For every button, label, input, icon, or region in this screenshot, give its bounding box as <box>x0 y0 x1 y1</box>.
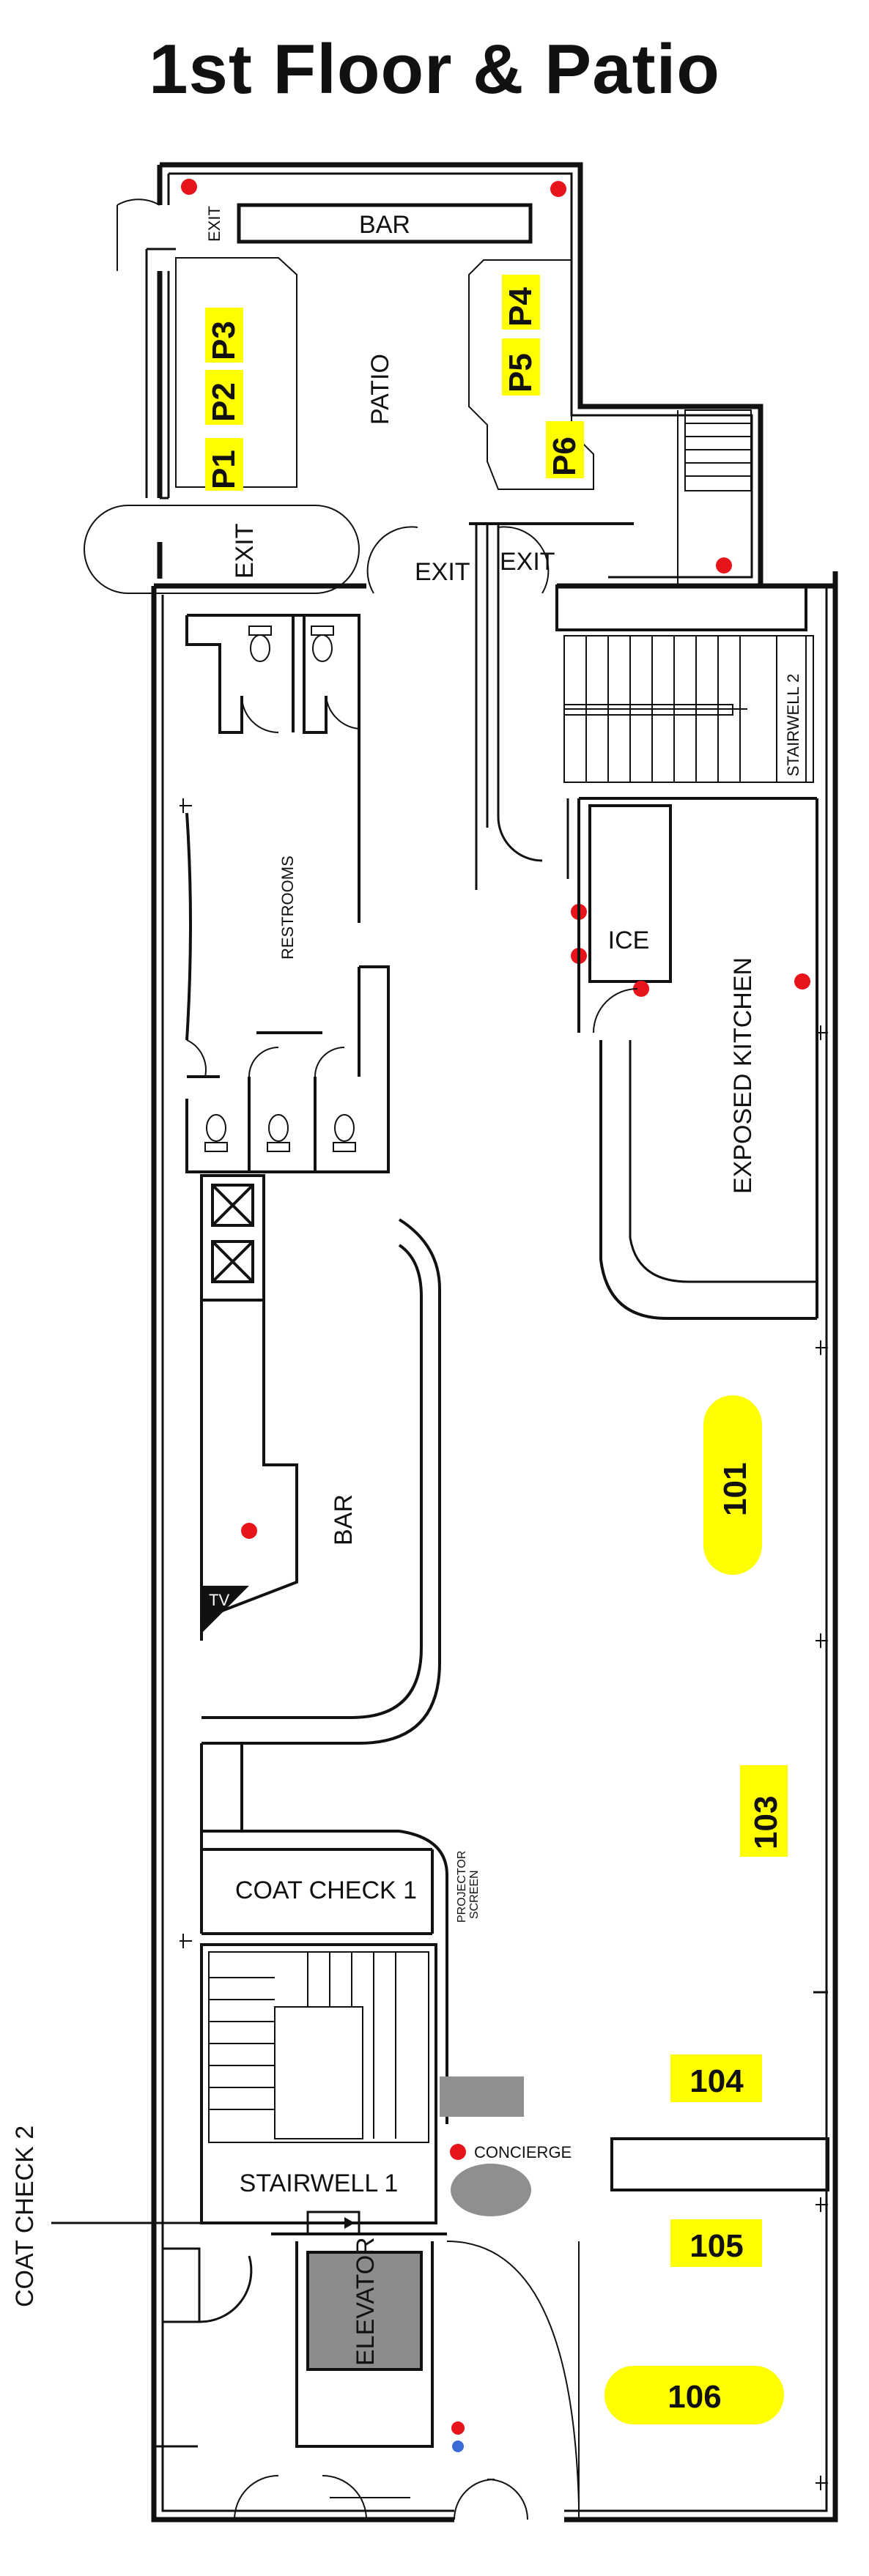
tv-label: TV <box>209 1591 229 1609</box>
coat-check1-label: COAT CHECK 1 <box>235 1877 417 1904</box>
door-swings <box>186 695 360 1077</box>
area-p1: P1 <box>206 450 242 489</box>
page-title: 1st Floor & Patio <box>149 30 720 108</box>
wall-ticks <box>180 798 828 2490</box>
area-106: 106 <box>668 2379 721 2415</box>
exit-label-mid1: EXIT <box>415 558 470 586</box>
main-inner-walls <box>161 586 828 2512</box>
marker-red <box>550 181 566 197</box>
coat-check1-walls <box>200 1743 448 2124</box>
stairwell2-wall <box>555 584 807 631</box>
area-highlight-p4 <box>502 275 540 330</box>
patio-area-right <box>468 259 594 490</box>
marker-red <box>451 2421 465 2435</box>
area-101: 101 <box>717 1463 753 1516</box>
concierge-desk[interactable] <box>451 2164 531 2216</box>
door-swing <box>498 526 550 594</box>
area-103: 103 <box>748 1796 784 1849</box>
door-swing <box>117 198 160 206</box>
area-highlight-101 <box>703 1395 762 1575</box>
marker-red <box>716 557 732 574</box>
main-bar <box>200 1174 441 1745</box>
area-104: 104 <box>689 2063 744 2099</box>
projector-label: PROJECTOR <box>456 1851 468 1923</box>
door-swing <box>84 505 129 594</box>
exposed-kitchen-label: EXPOSED KITCHEN <box>729 957 757 1194</box>
entry-walls <box>154 2247 253 2448</box>
stairwell2-label: STAIRWELL 2 <box>784 674 802 776</box>
projector-screen <box>440 2076 524 2117</box>
area-highlight-105 <box>670 2219 762 2267</box>
patio-label: PATIO <box>366 354 394 425</box>
coat-check2-label: COAT CHECK 2 <box>11 2126 39 2307</box>
area-highlight-104 <box>670 2055 762 2102</box>
restroom-walls <box>185 614 390 1173</box>
area-highlight-p2 <box>205 370 243 425</box>
elevator[interactable] <box>306 2251 423 2371</box>
area-highlight-p5 <box>502 338 540 396</box>
marker-red <box>450 2144 466 2160</box>
door-swing <box>366 526 418 594</box>
area-highlight-p6 <box>546 421 584 478</box>
toilet-icons <box>204 626 356 1152</box>
patio-stairs <box>677 409 752 586</box>
ice-label: ICE <box>608 927 650 954</box>
marker-red <box>241 1523 257 1539</box>
marker-red <box>794 973 810 990</box>
elevator-label: ELEVATOR <box>352 2237 380 2366</box>
exit-label-mid2: EXIT <box>500 548 555 576</box>
tv <box>201 1586 249 1633</box>
area-p4: P4 <box>503 287 539 327</box>
marker-red <box>633 981 649 997</box>
area-p3: P3 <box>206 321 242 360</box>
door-swing <box>314 505 360 594</box>
patio-inner-walls <box>145 172 753 579</box>
kitchen-walls <box>577 797 818 1320</box>
patio-bar-label: BAR <box>359 211 410 239</box>
stairwell2 <box>563 635 814 783</box>
area-p6: P6 <box>547 437 583 476</box>
area-highlight-p1 <box>205 438 243 491</box>
exit-label: EXIT <box>205 206 223 242</box>
main-bar-label: BAR <box>330 1494 358 1545</box>
marker-red <box>181 179 197 195</box>
area-highlight-106 <box>604 2366 784 2424</box>
area-105: 105 <box>689 2228 743 2264</box>
patio-bar <box>237 203 533 244</box>
door-swings-entry <box>234 2241 580 2520</box>
partition <box>610 2137 829 2191</box>
exit-label-left: EXIT <box>231 523 259 579</box>
restrooms-label: RESTROOMS <box>278 855 297 959</box>
patio-area-left <box>175 257 297 488</box>
ice-box <box>588 804 672 983</box>
area-highlight-p3 <box>205 308 243 363</box>
concierge-label: CONCIERGE <box>474 2143 572 2161</box>
stairwell1-stairs <box>208 1951 429 2143</box>
marker-blue <box>452 2440 464 2452</box>
patio-walls <box>157 162 763 589</box>
area-p5: P5 <box>503 353 539 393</box>
elevator-shaft <box>271 2232 447 2448</box>
projector-screen-label: SCREEN <box>468 1870 481 1919</box>
area-highlight-103 <box>740 1765 788 1857</box>
stairwell1-label: STAIRWELL 1 <box>240 2169 399 2197</box>
corridor-walls <box>475 524 569 890</box>
area-p2: P2 <box>206 382 242 422</box>
